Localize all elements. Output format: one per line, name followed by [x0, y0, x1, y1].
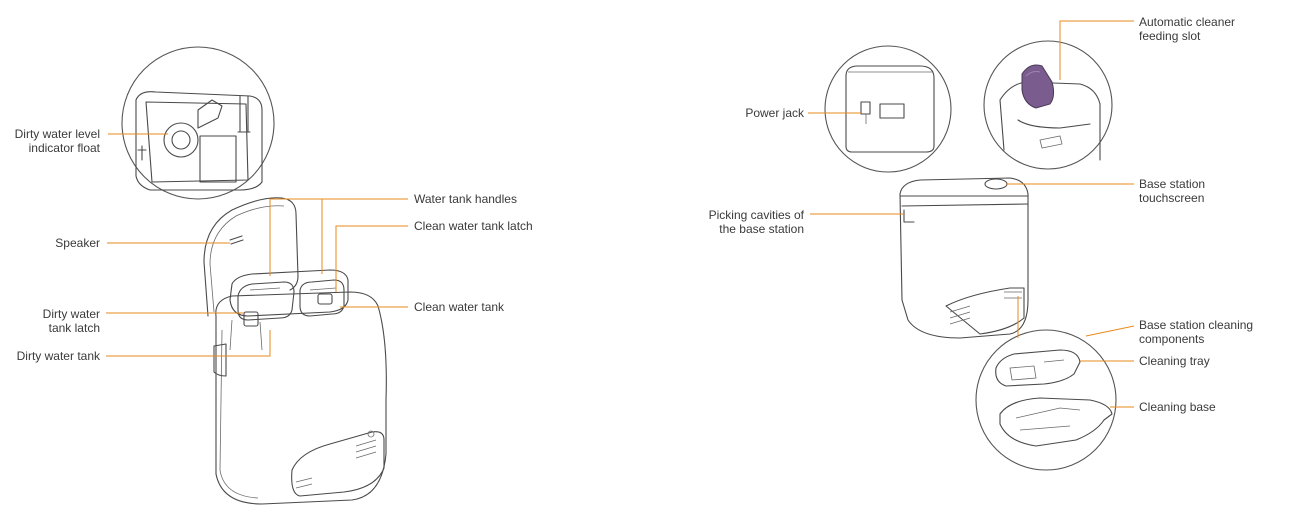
- clean-tank-box: [299, 279, 345, 317]
- cleaning-bay-opening: [945, 287, 1025, 335]
- picking-cavity-shape: [903, 209, 915, 223]
- tank-wall-box: [199, 135, 237, 183]
- label-picking-cavities: Picking cavities of the base station: [680, 208, 804, 236]
- cleaning-components-leader: [1017, 296, 1135, 338]
- label-touchscreen-line-2: touchscreen: [1139, 191, 1205, 205]
- slot-opening: [1039, 135, 1063, 149]
- feeding-slot-leader: [1059, 20, 1134, 80]
- clean-latch-shape: [317, 293, 333, 305]
- dirty-latch-shape: [243, 311, 259, 327]
- tank-handle-grooves: [249, 287, 337, 291]
- label-components-line-2: components: [1139, 332, 1205, 346]
- open-lid-outline: [203, 197, 299, 317]
- float-pipe: [237, 95, 251, 133]
- front-intake: [291, 431, 385, 497]
- station-back-outline: [845, 65, 935, 153]
- label-float-line-2: indicator float: [28, 141, 100, 155]
- dirty-tank-box: [237, 281, 295, 321]
- closed-vents: [949, 291, 1022, 325]
- label-feeding-slot-line-2: feeding slot: [1139, 29, 1201, 43]
- cleaner-cartridge: [1021, 64, 1055, 109]
- power-jack-zoom: [824, 45, 952, 173]
- body-grip: [213, 343, 227, 377]
- components-circle: [975, 329, 1117, 471]
- label-cleaning-base: Cleaning base: [1139, 400, 1216, 414]
- dirty-tank-leader: [106, 330, 271, 357]
- open-lid-inner: [209, 205, 285, 313]
- clean-latch-leader: [335, 225, 408, 292]
- side-clip: [137, 145, 147, 161]
- slot-rim: [1017, 119, 1091, 129]
- tray-details: [1009, 359, 1065, 381]
- feeding-slot-zoom: [983, 40, 1113, 170]
- cleaning-base-shape: [999, 397, 1113, 447]
- speaker-slots: [229, 235, 244, 245]
- base-body-outline: [215, 291, 387, 505]
- dirty-tank-sides: [229, 319, 263, 351]
- cleaning-components-zoom: [975, 329, 1117, 471]
- label-cleaning-tray: Cleaning tray: [1139, 354, 1210, 368]
- tanks-top: [229, 269, 349, 317]
- left-base-station-drawing: [121, 46, 387, 505]
- label-dirty-water-level-indicator-float: Dirty water level indicator float: [0, 127, 100, 155]
- label-base-station-touchscreen: Base station touchscreen: [1139, 177, 1205, 205]
- vent-lines: [295, 439, 377, 489]
- tank-cavity-outline: [135, 91, 263, 191]
- label-plate: [879, 103, 905, 119]
- power-jack-circle: [824, 45, 952, 173]
- touchscreen-shape: [984, 178, 1008, 190]
- left-leader-lines: [106, 133, 408, 357]
- float-bracket: [197, 99, 223, 129]
- label-picking-line-1: Picking cavities of: [708, 208, 804, 222]
- right-base-station-drawing: [899, 177, 1029, 339]
- closed-station-outline: [899, 177, 1029, 339]
- label-water-tank-handles: Water tank handles: [414, 192, 517, 206]
- label-components-line-1: Base station cleaning: [1139, 318, 1254, 332]
- tank-cavity-inner: [145, 101, 249, 183]
- label-clean-water-tank-latch: Clean water tank latch: [414, 219, 533, 233]
- label-base-station-cleaning-components: Base station cleaning components: [1139, 318, 1253, 346]
- base-details: [1015, 407, 1081, 431]
- label-feeding-slot-line-1: Automatic cleaner: [1139, 15, 1236, 29]
- cartridge-highlight: [1025, 71, 1041, 77]
- front-button: [367, 430, 375, 438]
- label-picking-line-2: the base station: [719, 222, 804, 236]
- label-float-line-1: Dirty water level: [14, 127, 100, 141]
- label-clean-water-tank: Clean water tank: [414, 300, 505, 314]
- power-jack-socket: [860, 101, 871, 115]
- label-speaker: Speaker: [55, 236, 100, 250]
- cleaning-tray-shape: [995, 349, 1081, 387]
- label-touchscreen-line-1: Base station: [1139, 177, 1206, 191]
- label-dirty-latch-line-2: tank latch: [48, 321, 100, 335]
- body-left-edge: [219, 329, 259, 499]
- right-leader-lines: [808, 20, 1135, 408]
- label-automatic-cleaner-feeding-slot: Automatic cleaner feeding slot: [1139, 15, 1235, 43]
- label-power-jack: Power jack: [745, 106, 804, 120]
- slot-housing: [999, 81, 1101, 161]
- label-dirty-water-tank-latch: Dirty water tank latch: [0, 307, 100, 335]
- float-inner: [171, 130, 191, 150]
- label-dirty-water-tank: Dirty water tank: [16, 349, 100, 363]
- label-dirty-latch-line-1: Dirty water: [42, 307, 100, 321]
- closed-lid-seam: [899, 195, 1029, 207]
- float-outer: [163, 122, 199, 158]
- handles-leader: [269, 198, 408, 276]
